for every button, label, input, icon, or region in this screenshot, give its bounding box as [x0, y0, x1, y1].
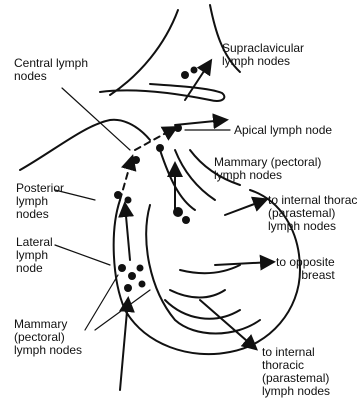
mammary-upper-node — [173, 207, 183, 217]
arrow-to-supraclavicular — [185, 62, 210, 100]
arrow-to-apical — [175, 120, 225, 125]
breast-inner-contour — [146, 205, 260, 334]
label-lateral: Lateral lymph node — [16, 236, 53, 275]
label-supraclavicular: Supraclavicular lymph nodes — [222, 42, 304, 68]
leader-lateral — [55, 245, 110, 265]
arrow-lateral-up — [125, 205, 130, 260]
leader-mammary-lower-2 — [95, 290, 150, 330]
supraclavicular-node — [181, 71, 189, 79]
label-posterior: Posterior lymph nodes — [16, 182, 64, 221]
central-node — [156, 144, 164, 152]
clavicle — [100, 84, 224, 101]
lateral-node-5 — [139, 281, 146, 288]
label-opposite-breast: to opposite breast — [276, 256, 335, 282]
lateral-node-2 — [128, 272, 136, 280]
leader-central — [62, 88, 130, 150]
arrow-to-opposite — [215, 262, 272, 265]
label-internal-lower: to internal thoracic (parastemal) lymph … — [262, 346, 330, 398]
arrow-to-internal-upper — [225, 200, 265, 215]
central-node-2 — [132, 156, 140, 164]
supraclavicular-node-2 — [191, 67, 198, 74]
lateral-node-4 — [124, 284, 132, 292]
neck-contour — [110, 10, 178, 95]
label-mammary-upper: Mammary (pectoral) lymph nodes — [214, 156, 321, 182]
lateral-node — [118, 264, 126, 272]
apical-node — [174, 124, 182, 132]
label-central-lymph-nodes: Central lymph nodes — [14, 57, 88, 83]
label-mammary-lower: Mammary (pectoral) lymph nodes — [14, 318, 82, 357]
posterior-node-2 — [125, 197, 132, 204]
lymph-ducts — [165, 265, 240, 319]
posterior-node — [114, 191, 122, 199]
label-internal-upper: to internal thoracic (parastemal) lymph … — [268, 194, 357, 233]
arrow-to-internal-lower — [200, 300, 255, 348]
arrow-from-bottom — [120, 300, 128, 390]
leader-mammary-lower-1 — [85, 275, 118, 330]
lateral-node-3 — [137, 265, 144, 272]
label-apical: Apical lymph node — [234, 124, 332, 137]
mammary-upper-node-2 — [182, 216, 190, 224]
arrow-posterior-up — [120, 158, 132, 200]
